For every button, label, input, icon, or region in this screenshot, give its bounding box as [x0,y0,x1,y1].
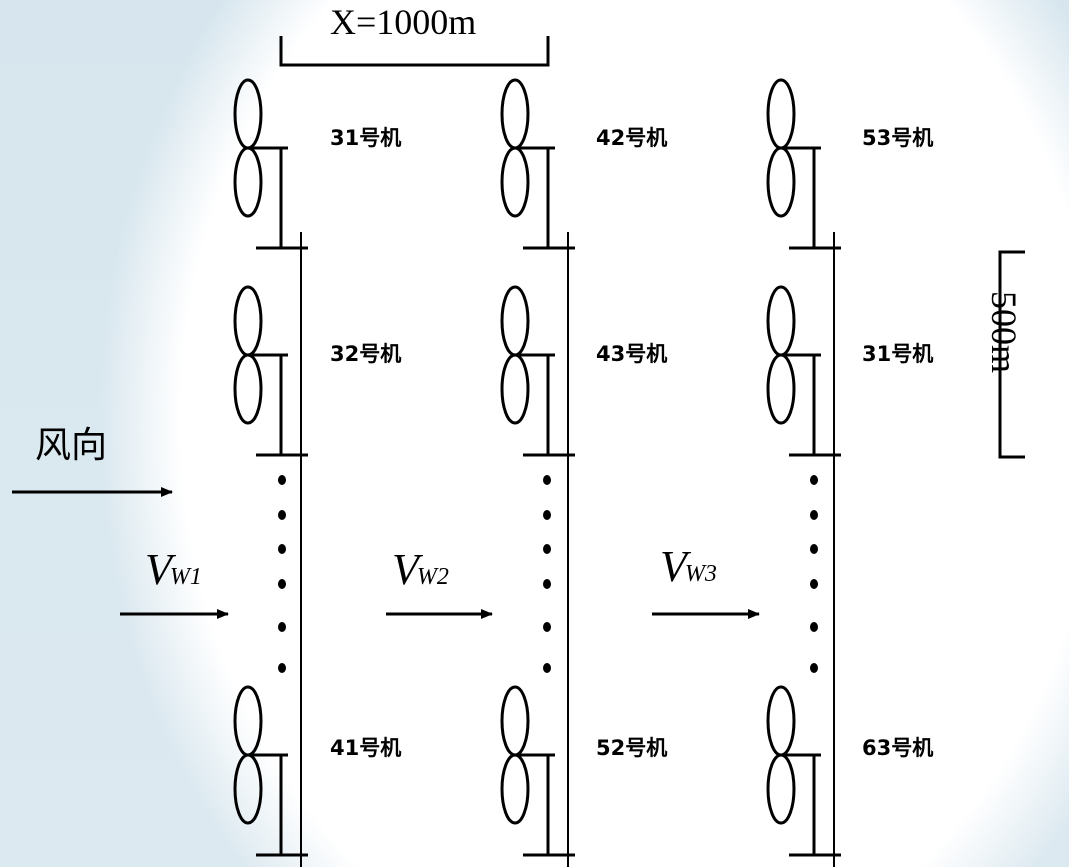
ellipsis-dots [810,475,818,673]
turbine-label: 52号机 [596,736,668,760]
turbine-icon [500,285,577,457]
turbine-icon [233,685,310,857]
turbine-label: 42号机 [596,126,668,150]
turbine-label: 53号机 [862,126,934,150]
x-spacing-bracket [279,36,550,67]
turbine-label: 43号机 [596,342,668,366]
wind-direction-label: 风向 [35,425,108,466]
ellipsis-dots [543,475,551,673]
turbine-label: 41号机 [330,736,402,760]
turbine-label: 63号机 [862,736,934,760]
wind-velocity-label-2: VW2 [392,545,449,594]
wind-velocity-label-3: VW3 [660,542,717,591]
turbine-icon [233,285,310,457]
turbine-icon [766,78,843,250]
y-spacing-label: 500m [984,291,1024,374]
turbine-icon [766,285,843,457]
x-spacing-label: X=1000m [330,2,477,42]
turbine-label: 32号机 [330,342,402,366]
turbine-label: 31号机 [330,126,402,150]
turbine-label: 31号机 [862,342,934,366]
turbine-icon [500,78,577,250]
wind-velocity-label-1: VW1 [145,545,202,594]
turbine-icon [233,78,310,250]
y-spacing-bracket [998,250,1025,459]
turbine-icon [500,685,577,857]
ellipsis-dots [278,475,286,673]
turbine-icon [766,685,843,857]
